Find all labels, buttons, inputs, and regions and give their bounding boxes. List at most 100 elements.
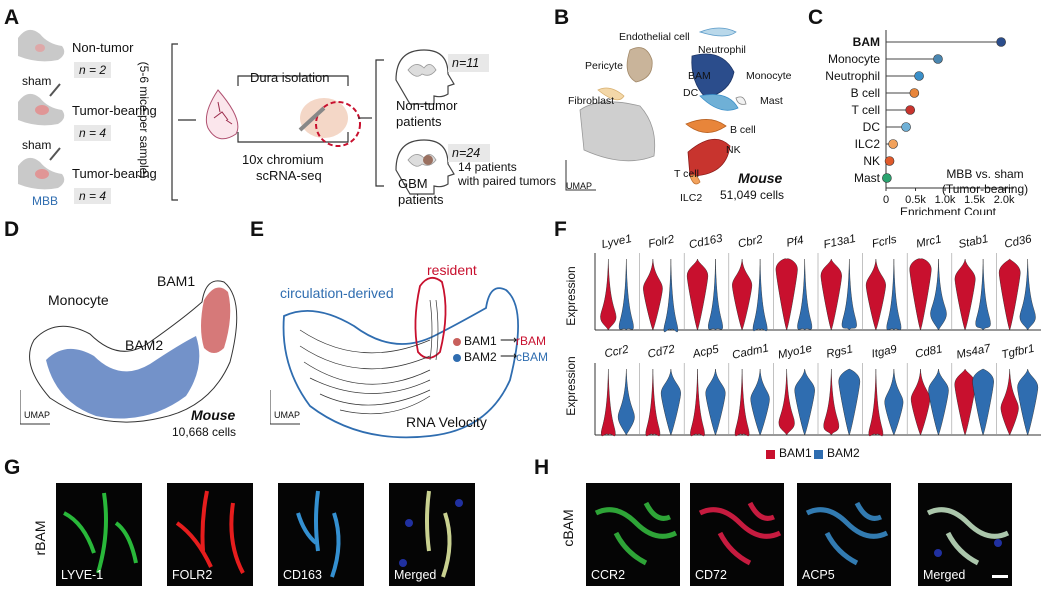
gene-label: Pf4 xyxy=(785,234,804,249)
violin xyxy=(797,258,813,331)
umap-label: NK xyxy=(726,144,741,156)
violin xyxy=(972,368,994,436)
gene-label: Myo1e xyxy=(777,343,813,362)
umap-label: Fibroblast xyxy=(568,95,615,107)
violin xyxy=(752,258,768,332)
violin xyxy=(734,368,750,437)
umap-label: Monocyte xyxy=(746,70,792,82)
umap-label: ILC2 xyxy=(680,192,703,204)
micro-ccr2: CCR2 xyxy=(586,483,680,586)
cell-count: 10,668 cells xyxy=(172,425,237,439)
lollipop-point xyxy=(996,37,1006,47)
lollipop-point xyxy=(882,173,892,183)
panel-label-b: B xyxy=(554,6,570,29)
gene-label: Ccr2 xyxy=(604,344,631,361)
violin xyxy=(732,258,753,331)
violin xyxy=(643,258,663,331)
violin xyxy=(909,258,932,331)
violin xyxy=(690,368,705,437)
panel-label-d: D xyxy=(4,218,20,241)
micro-merged: Merged xyxy=(389,483,475,586)
micro-lyve1: LYVE-1 xyxy=(56,483,142,586)
micro-label: CD72 xyxy=(695,568,727,582)
mouse-icon xyxy=(18,147,65,190)
mouse-label: sham xyxy=(22,74,52,88)
panel-label-c: C xyxy=(808,6,824,29)
micro-acp5: ACP5 xyxy=(797,483,891,586)
umap-label: B cell xyxy=(730,124,756,136)
category-label: BAM xyxy=(853,35,880,49)
violin xyxy=(1017,368,1039,436)
violin xyxy=(663,258,679,333)
panel-label-g: G xyxy=(4,456,21,479)
legend-swatch xyxy=(766,450,775,459)
violin-ylabel: Expression xyxy=(564,356,578,416)
gene-label: Tgfbr1 xyxy=(1001,343,1036,362)
micro-label: Merged xyxy=(394,568,437,582)
umap-label: DC xyxy=(683,87,699,99)
violin xyxy=(618,258,634,331)
group-label: Non-tumor xyxy=(72,40,134,55)
gene-label: Rgs1 xyxy=(825,343,854,360)
legend-bam1: BAM1 xyxy=(779,446,812,460)
violin xyxy=(705,368,726,436)
violin xyxy=(930,258,947,331)
violin xyxy=(1019,258,1036,331)
group-n-badge: n = 4 xyxy=(74,188,112,204)
panel-b-umap xyxy=(565,27,747,191)
legend-to: rBAM xyxy=(516,334,546,348)
gene-label: F13a1 xyxy=(822,233,856,252)
category-label: Neutrophil xyxy=(825,69,880,83)
human-group-label: patients xyxy=(398,192,444,207)
micro-label: LYVE-1 xyxy=(61,568,104,582)
x-axis-label: Enrichment Count xyxy=(900,205,997,215)
umap-axis-label: UMAP xyxy=(274,410,301,420)
violin xyxy=(686,258,709,331)
gene-label: Ms4a7 xyxy=(955,342,992,361)
lollipop-point xyxy=(901,122,911,132)
violin xyxy=(998,258,1021,331)
panel-label-a: A xyxy=(4,6,20,29)
human-group-label: patients xyxy=(396,114,442,129)
circulation-label: circulation-derived xyxy=(280,285,394,301)
annotation: MBB vs. sham xyxy=(946,167,1023,181)
human-head-icon xyxy=(395,49,455,105)
gene-label: Cd81 xyxy=(914,343,943,360)
vertical-note: (5-6 mice per sample) xyxy=(137,61,151,179)
micro-cd72: CD72 xyxy=(690,483,784,586)
cluster-label: Monocyte xyxy=(48,292,109,308)
violin xyxy=(886,258,902,331)
micro-label: CCR2 xyxy=(591,568,626,582)
group-label: Tumor-bearing xyxy=(72,166,157,181)
violin xyxy=(954,258,976,331)
umap-label: BAM xyxy=(688,70,711,82)
violin xyxy=(910,368,931,436)
gene-label: Fcrls xyxy=(871,234,898,251)
resident-label: resident xyxy=(427,262,477,278)
umap-axis-label: UMAP xyxy=(24,410,51,420)
panel-label-h: H xyxy=(534,456,550,479)
panel-label-f: F xyxy=(554,218,567,241)
gene-label: Lyve1 xyxy=(601,233,633,251)
micro-label: FOLR2 xyxy=(172,568,213,582)
species-label: Mouse xyxy=(191,407,236,423)
violin xyxy=(954,368,976,436)
violin xyxy=(1000,368,1019,436)
violin xyxy=(750,368,770,436)
category-label: NK xyxy=(863,154,880,168)
violin xyxy=(645,368,661,437)
lollipop-point xyxy=(884,156,895,166)
violin xyxy=(600,258,617,331)
umap-label: Mast xyxy=(760,95,783,107)
gene-label: Stab1 xyxy=(958,233,990,251)
violin xyxy=(823,368,840,436)
category-label: ILC2 xyxy=(855,137,881,151)
x-tick-label: 1.5k xyxy=(964,194,985,206)
human-head-icon xyxy=(395,139,455,195)
x-tick-label: 0 xyxy=(883,194,889,206)
panel-a-diagram xyxy=(18,29,455,201)
human-extra: 14 patients xyxy=(458,160,517,174)
umap-label: Endothelial cell xyxy=(619,31,690,43)
panel-label-e: E xyxy=(250,218,265,241)
